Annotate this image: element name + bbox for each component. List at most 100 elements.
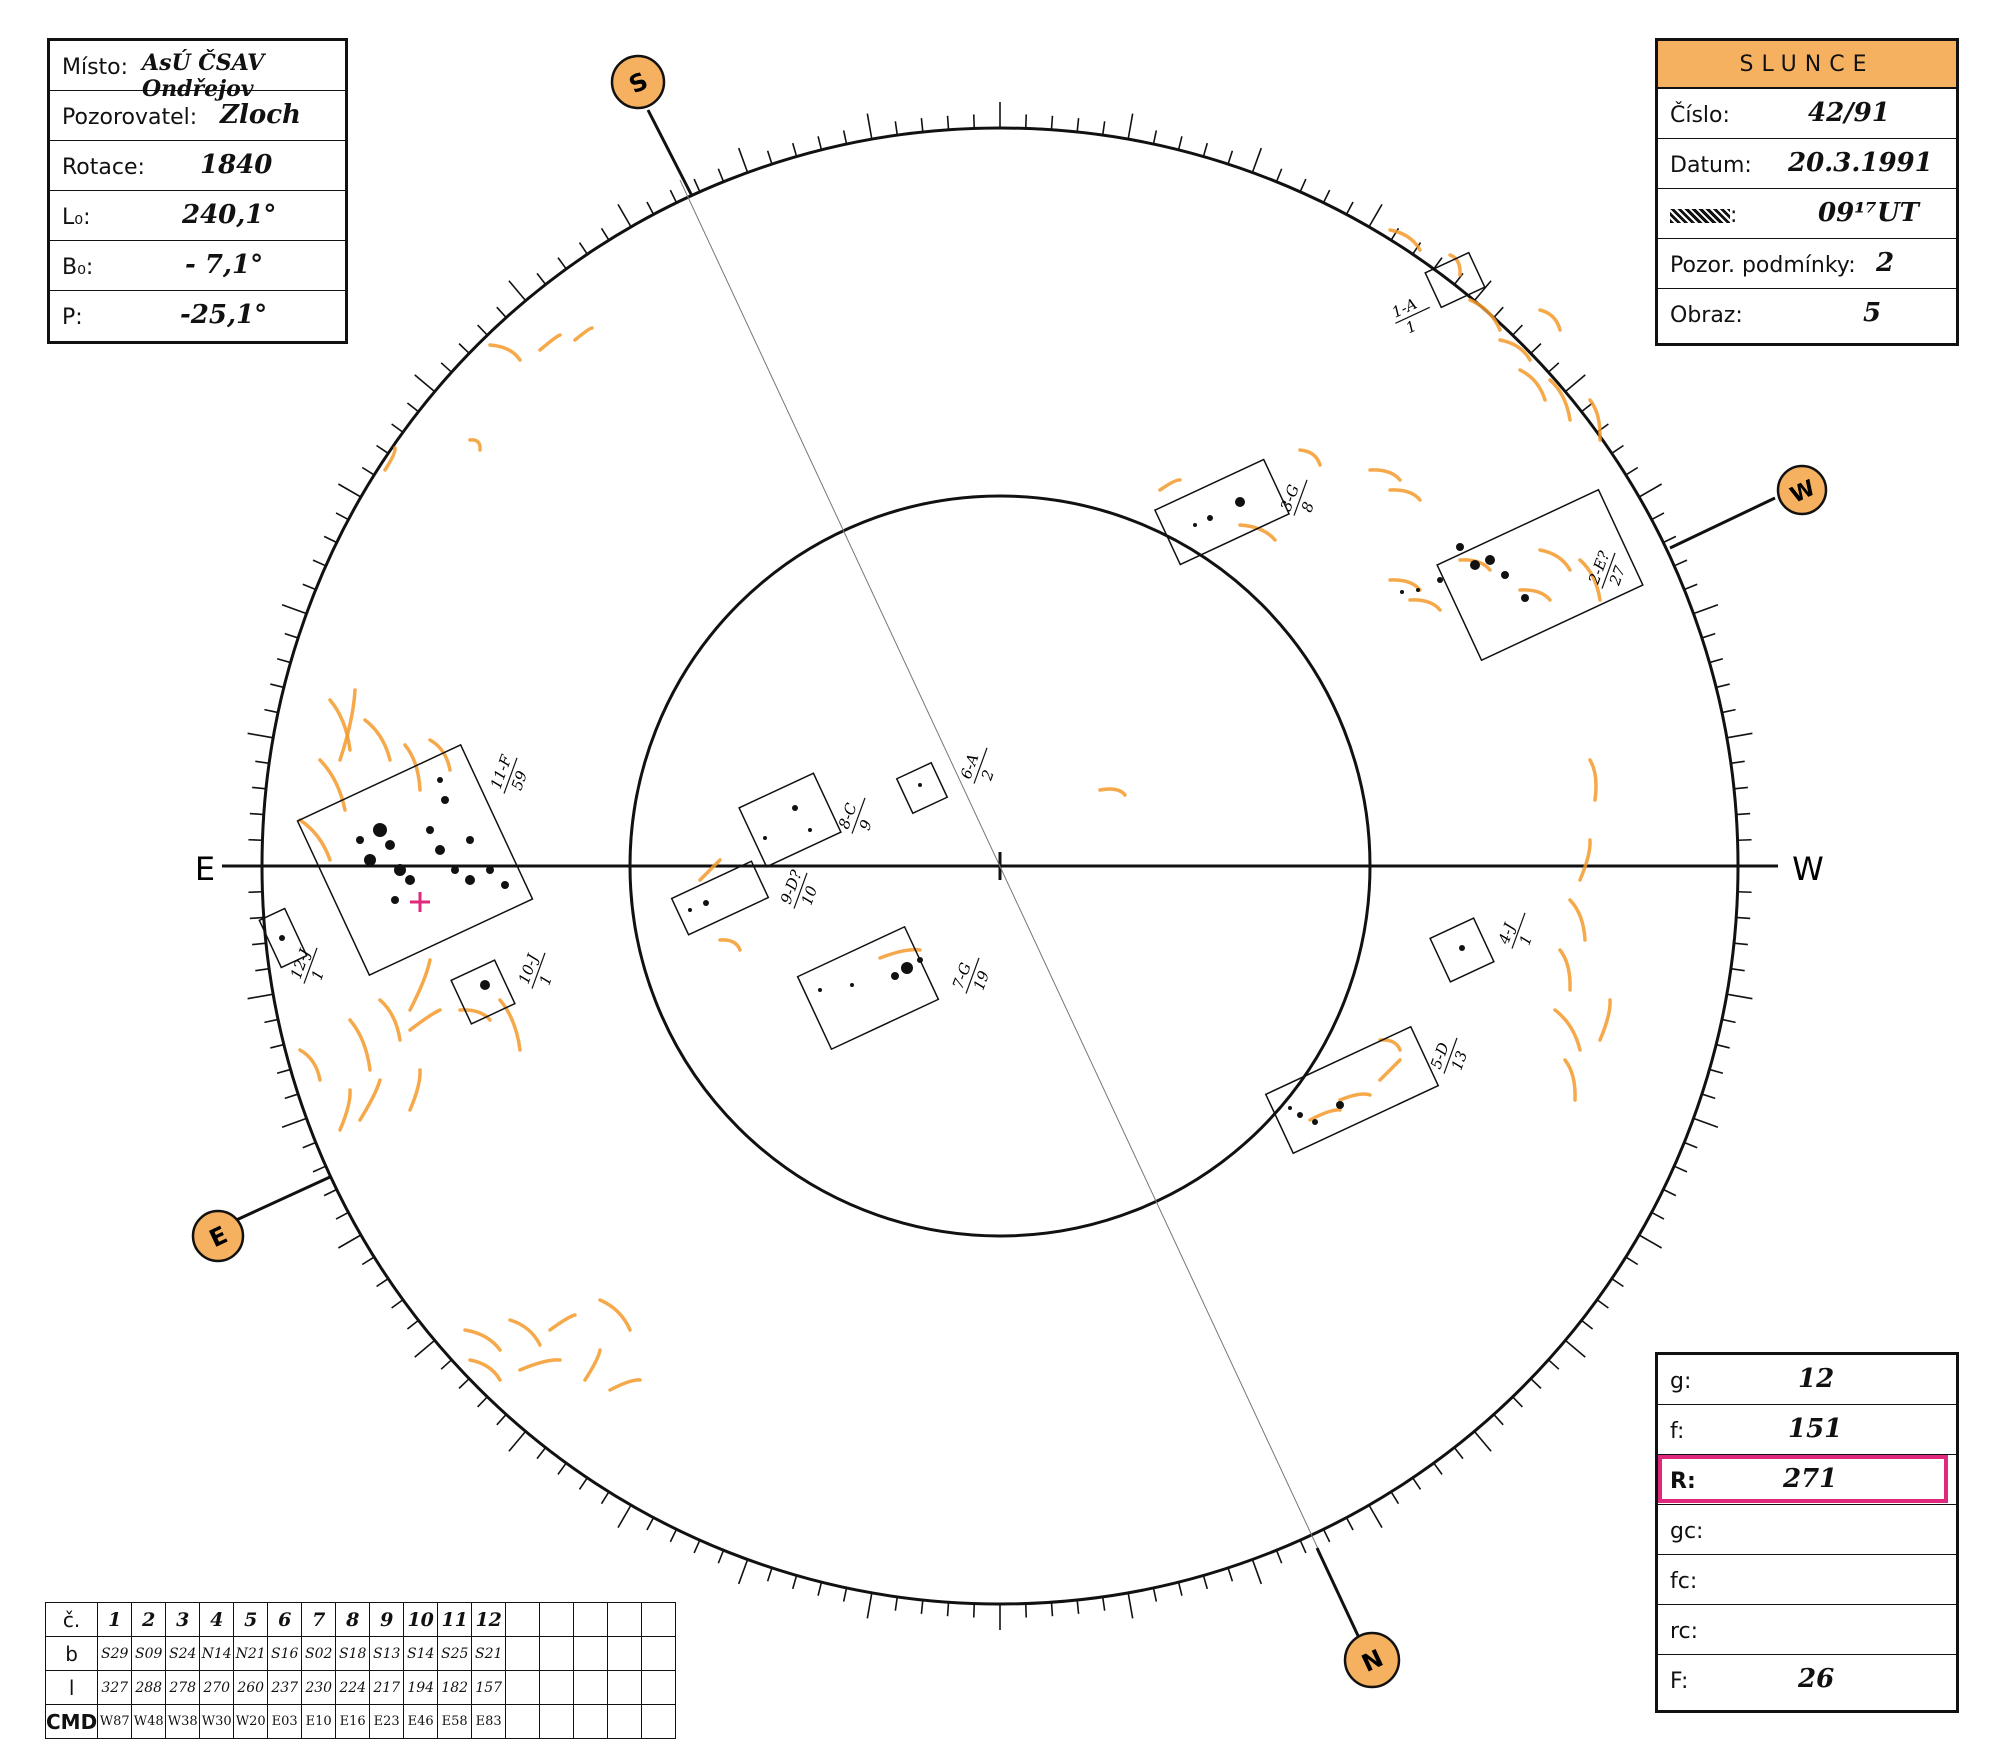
sunspot-group-3: 3-G8 [1153, 458, 1318, 566]
p-value: -25,1° [180, 300, 268, 330]
pozorovatel-label: Pozorovatel: [62, 105, 198, 130]
table-cell-l: 194 [403, 1670, 439, 1705]
pozorovatel-value: Zloch [220, 100, 301, 130]
sunspot-group-2: 2-E?27 [1436, 488, 1644, 662]
table-cell-l [505, 1670, 541, 1705]
fc-row: fc: [1658, 1555, 1956, 1605]
g-value: 12 [1798, 1364, 1835, 1394]
table-cell-b: S29 [97, 1636, 133, 1671]
obraz-label: Obraz: [1670, 303, 1743, 328]
table-cell-number [641, 1602, 677, 1637]
axis-east-label: E [195, 850, 215, 888]
podminky-row: Pozor. podmínky: 2 [1658, 239, 1956, 289]
table-cell-cmd: W30 [199, 1704, 235, 1739]
table-cell-b [607, 1636, 643, 1671]
sun-record-box: SLUNCE Číslo: 42/91 Datum: 20.3.1991 : 0… [1655, 38, 1959, 346]
table-cell-cmd: E10 [301, 1704, 337, 1739]
b0-label: B₀: [62, 255, 94, 280]
table-cell-l: 230 [301, 1670, 337, 1705]
compass-north-marker: N [1343, 1631, 1401, 1689]
row-b-label: b [44, 1636, 99, 1671]
table-cell-cmd: E23 [369, 1704, 405, 1739]
table-cell-number: 2 [131, 1602, 167, 1637]
cislo-row: Číslo: 42/91 [1658, 89, 1956, 139]
table-cell-l: 182 [437, 1670, 473, 1705]
table-cell-b [641, 1636, 677, 1671]
cislo-label: Číslo: [1670, 103, 1730, 128]
table-cell-cmd [607, 1704, 643, 1739]
table-cell-b: S21 [471, 1636, 507, 1671]
table-cell-b: S02 [301, 1636, 337, 1671]
table-cell-cmd [539, 1704, 575, 1739]
axis-west-label: W [1792, 850, 1824, 888]
datum-row: Datum: 20.3.1991 [1658, 139, 1956, 189]
table-cell-cmd [505, 1704, 541, 1739]
table-cell-b: N14 [199, 1636, 235, 1671]
table-cell-number: 7 [301, 1602, 337, 1637]
podminky-label: Pozor. podmínky: [1670, 253, 1856, 278]
row-c-label: č. [44, 1602, 99, 1637]
table-cell-l: 260 [233, 1670, 269, 1705]
sun-title: SLUNCE [1739, 52, 1875, 77]
table-cell-cmd: E58 [437, 1704, 473, 1739]
table-cell-l [641, 1670, 677, 1705]
sunspot-group-5: 5-D13 [1264, 1025, 1471, 1155]
cas-row: : 09¹⁷UT [1658, 189, 1956, 239]
table-cell-l [539, 1670, 575, 1705]
crossed-out-word [1670, 209, 1730, 223]
f-value: 151 [1788, 1414, 1843, 1444]
observation-info-box: Místo: AsÚ ČSAV Ondřejov Pozorovatel: Zl… [47, 38, 348, 344]
table-cell-cmd: W20 [233, 1704, 269, 1739]
b0-row: B₀: - 7,1° [50, 241, 345, 291]
misto-label: Místo: [62, 55, 129, 80]
table-cell-number: 1 [97, 1602, 133, 1637]
gc-row: gc: [1658, 1505, 1956, 1555]
rotace-value: 1840 [200, 150, 273, 180]
table-cell-b: S09 [131, 1636, 167, 1671]
table-cell-cmd: E16 [335, 1704, 371, 1739]
table-cell-cmd: W87 [97, 1704, 133, 1739]
f-label: f: [1670, 1419, 1685, 1444]
compass-west-marker: W [1776, 464, 1828, 516]
table-cell-l: 237 [267, 1670, 303, 1705]
sunspot-group-4: 4-J1 [1429, 912, 1536, 983]
table-cell-number: 11 [437, 1602, 473, 1637]
table-cell-cmd: W38 [165, 1704, 201, 1739]
pozorovatel-row: Pozorovatel: Zloch [50, 91, 345, 141]
table-cell-l: 278 [165, 1670, 201, 1705]
table-cell-b: S24 [165, 1636, 201, 1671]
table-cell-number: 12 [471, 1602, 507, 1637]
F-value: 26 [1798, 1664, 1835, 1694]
sunspot-group-7: 7-G19 [796, 925, 993, 1051]
row-l-label: l [44, 1670, 99, 1705]
rotace-row: Rotace: 1840 [50, 141, 345, 191]
table-cell-l: 157 [471, 1670, 507, 1705]
cislo-value: 42/91 [1808, 98, 1890, 128]
sunspot-group-10: 10-J1 [450, 951, 556, 1025]
table-cell-number: 5 [233, 1602, 269, 1637]
table-cell-number: 10 [403, 1602, 439, 1637]
p-label: P: [62, 305, 83, 330]
misto-value: AsÚ ČSAV Ondřejov [142, 50, 265, 102]
f-row: f: 151 [1658, 1405, 1956, 1455]
table-cell-number: 9 [369, 1602, 405, 1637]
table-cell-l [573, 1670, 609, 1705]
r-value-highlight [1658, 1455, 1948, 1503]
table-cell-cmd [573, 1704, 609, 1739]
cas-label: : [1670, 203, 1737, 228]
table-cell-number [607, 1602, 643, 1637]
table-cell-l: 217 [369, 1670, 405, 1705]
sunspot-group-8: 8-C9 [738, 772, 876, 868]
table-cell-number [505, 1602, 541, 1637]
table-cell-b [573, 1636, 609, 1671]
b0-value: - 7,1° [185, 250, 264, 280]
table-cell-number [573, 1602, 609, 1637]
cas-label-text: : [1730, 203, 1738, 228]
l0-label: L₀: [62, 205, 91, 230]
datum-label: Datum: [1670, 153, 1752, 178]
